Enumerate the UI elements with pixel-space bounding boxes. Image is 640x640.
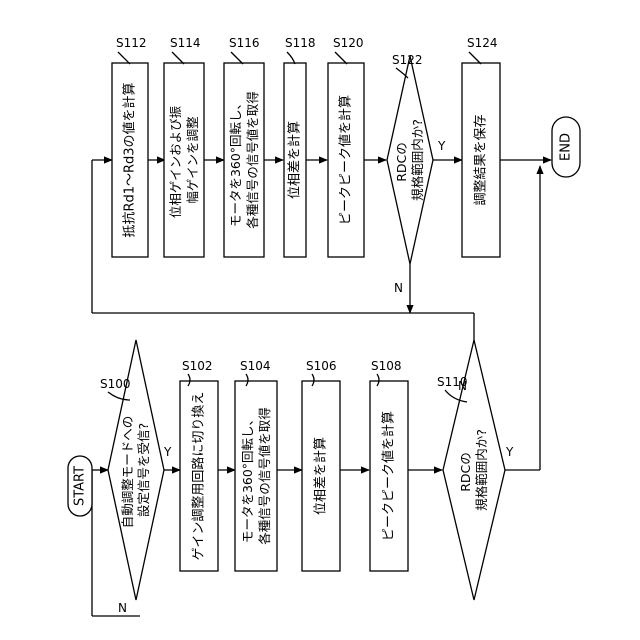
step-id-label: S122 — [392, 53, 423, 67]
step-id-label: S102 — [182, 359, 213, 373]
step-id-label: S106 — [306, 359, 337, 373]
no-label: N — [118, 601, 127, 615]
step-s108: ピークピーク値を計算 — [370, 381, 408, 571]
step-s112: 抵抗Rd1～Rd3の値を計算 — [112, 63, 148, 257]
step-id-label: S112 — [116, 36, 147, 50]
end-label: END — [559, 133, 574, 161]
svg-text:自動調整モードへの 設定信号を受信?: 自動調整モードへの 設定信号を受信? — [120, 412, 151, 529]
step-s104: モータを360°回転し、 各種信号の信号値を取得 — [235, 381, 277, 571]
step-s122-line2: 規格範囲内か? — [410, 119, 425, 201]
step-s122-line1: RDCの — [394, 142, 409, 182]
step-id-label: S124 — [467, 36, 498, 50]
step-id-label: S100 — [100, 377, 131, 391]
yes-label: Y — [437, 139, 446, 153]
step-s116: モータを360°回転し、 各種信号の信号値を取得 — [224, 63, 264, 257]
step-s108-text: ピークピーク値を計算 — [381, 411, 397, 541]
start-label: START — [73, 466, 88, 506]
step-s114-line2: 幅ゲインを調整 — [185, 116, 200, 204]
end-terminal: END — [552, 117, 580, 177]
step-id-label: S118 — [285, 36, 316, 50]
step-s116-line2: 各種信号の信号値を取得 — [245, 91, 260, 229]
step-s114: 位相ゲインおよび振 幅ゲインを調整 — [164, 63, 204, 257]
step-s120-text: ピークピーク値を計算 — [338, 95, 354, 225]
step-id-label: S108 — [371, 359, 402, 373]
step-s122: RDCの 規格範囲内か? — [387, 56, 433, 264]
step-id-label: S104 — [240, 359, 271, 373]
step-s100-line1: 自動調整モードへの — [120, 416, 135, 529]
start-terminal: START — [68, 456, 92, 516]
step-s118-text: 位相差を計算 — [287, 121, 303, 199]
step-s100-line2: 設定信号を受信? — [136, 423, 151, 517]
step-s118: 位相差を計算 — [284, 63, 306, 257]
step-s114-line1: 位相ゲインおよび振 — [168, 105, 183, 218]
no-label: N — [458, 379, 467, 393]
step-s106-text: 位相差を計算 — [313, 437, 329, 515]
step-s124: 調整結果を保存 — [462, 63, 500, 257]
yes-label: Y — [505, 445, 514, 459]
step-id-label: S114 — [170, 36, 201, 50]
step-s110-line2: 規格範囲内か? — [474, 429, 489, 511]
step-s102-text: ゲイン調整用回路に切り換え — [191, 392, 207, 561]
step-s112-text: 抵抗Rd1～Rd3の値を計算 — [122, 82, 138, 237]
yes-label: Y — [163, 445, 172, 459]
step-s120: ピークピーク値を計算 — [328, 63, 364, 257]
step-s110-line1: RDCの — [458, 452, 473, 492]
step-s124-text: 調整結果を保存 — [474, 114, 489, 205]
step-s104-line1: モータを360°回転し、 — [240, 413, 255, 543]
step-s104-line2: 各種信号の信号値を取得 — [257, 407, 272, 545]
step-id-label: S116 — [229, 36, 260, 50]
step-s106: 位相差を計算 — [302, 381, 340, 571]
no-label: N — [394, 281, 403, 295]
step-s116-line1: モータを360°回転し、 — [228, 97, 243, 227]
step-s102: ゲイン調整用回路に切り換え — [180, 381, 218, 571]
step-id-label: S120 — [333, 36, 364, 50]
